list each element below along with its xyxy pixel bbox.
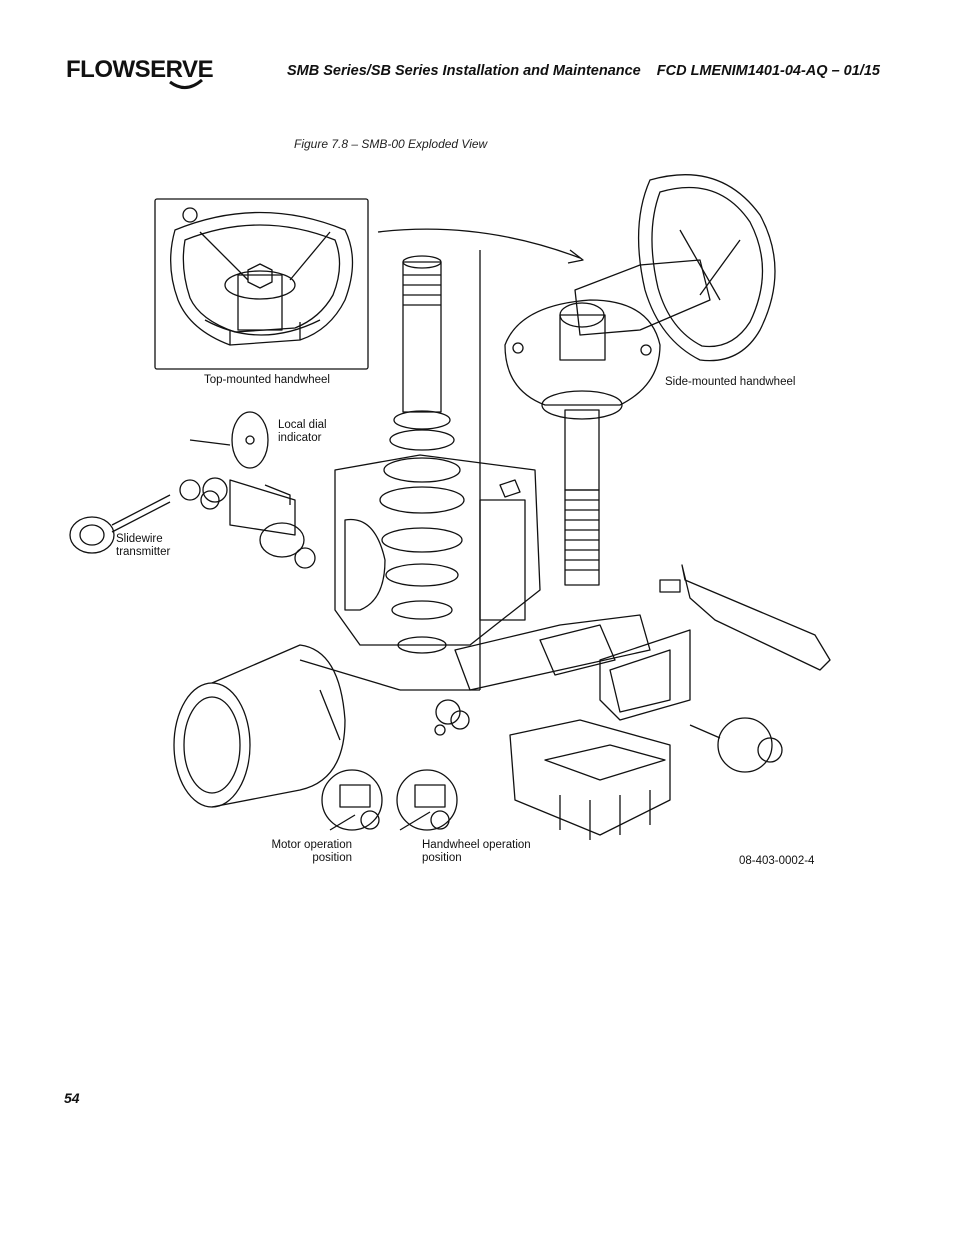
label-motor-operation: Motor operation position xyxy=(266,839,352,865)
side-handwheel-assembly xyxy=(505,175,775,585)
logo-text: FLOWSERVE xyxy=(66,56,214,83)
logo-swoosh-icon xyxy=(169,78,203,89)
limit-switch-block xyxy=(510,718,782,840)
label-motor-operation-line1: Motor operation xyxy=(271,839,352,851)
series-title: SMB Series/SB Series Installation and Ma… xyxy=(287,63,641,79)
label-handwheel-operation: Handwheel operation position xyxy=(422,839,531,865)
motor xyxy=(174,645,345,807)
doc-code: FCD LMENIM1401-04-AQ – 01/15 xyxy=(656,63,880,79)
top-handwheel-inset xyxy=(155,199,368,369)
drive-sleeve-stack xyxy=(300,250,480,690)
label-slidewire-line2: transmitter xyxy=(116,546,171,558)
label-local-dial: Local dial indicator xyxy=(278,419,327,445)
page-number: 54 xyxy=(64,1090,80,1106)
label-motor-operation-line2: position xyxy=(312,852,352,864)
label-local-dial-line1: Local dial xyxy=(278,419,327,431)
figure-caption: Figure 7.8 – SMB-00 Exploded View xyxy=(294,137,488,151)
label-handwheel-operation-line2: position xyxy=(422,852,462,864)
label-handwheel-operation-line1: Handwheel operation xyxy=(422,839,531,851)
indicator-transmitter-parts xyxy=(70,412,315,568)
actuator-housing xyxy=(335,455,540,645)
flowserve-logo: FLOWSERVE xyxy=(66,54,214,94)
label-side-handwheel: Side-mounted handwheel xyxy=(665,376,796,388)
label-top-handwheel: Top-mounted handwheel xyxy=(204,374,330,386)
label-slidewire-line1: Slidewire xyxy=(116,533,163,545)
label-local-dial-line2: indicator xyxy=(278,432,322,444)
header-title: SMB Series/SB Series Installation and Ma… xyxy=(287,63,880,79)
clutch-worm-parts xyxy=(435,565,830,735)
operation-position-insets xyxy=(322,770,457,830)
drawing-number: 08-403-0002-4 xyxy=(739,855,815,867)
label-slidewire: Slidewire transmitter xyxy=(116,533,170,559)
